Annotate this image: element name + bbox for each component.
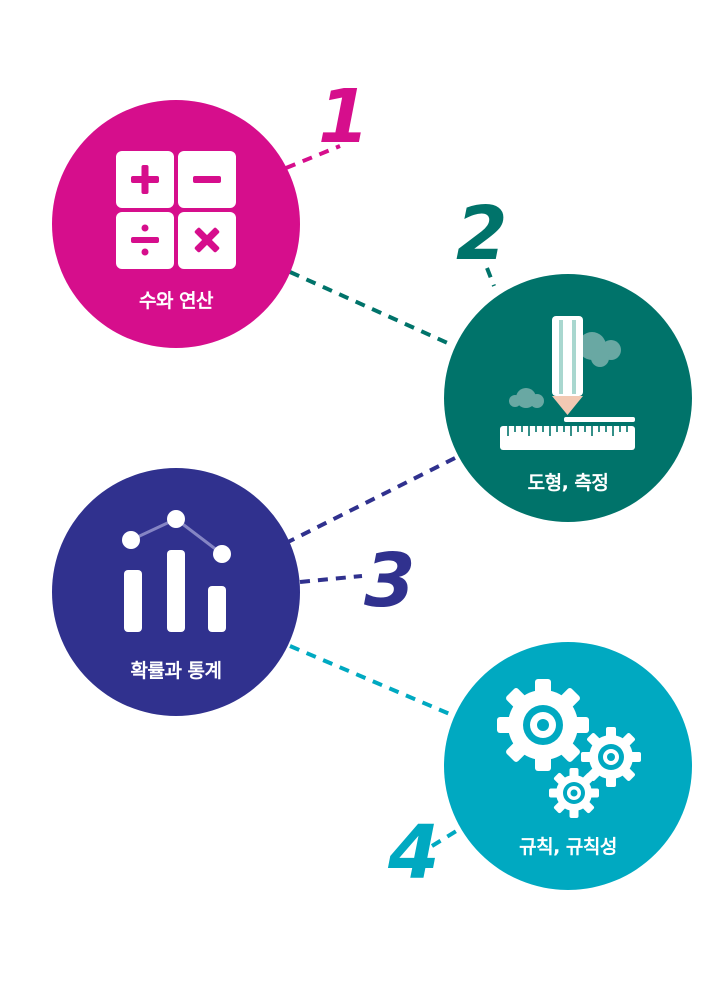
- node-circle-4: [444, 642, 692, 890]
- node-label-1: 수와 연산: [138, 290, 214, 312]
- node-circle-1: [52, 100, 300, 348]
- connector-3-4: [289, 644, 453, 717]
- connectors: [285, 144, 496, 848]
- connector-2-number: [485, 267, 496, 287]
- node-number-2: 2: [456, 191, 508, 277]
- node-number-3: 3: [364, 538, 416, 624]
- connector-4-number: [430, 828, 460, 848]
- node-number-1: 1: [318, 74, 370, 160]
- connector-1-2: [289, 270, 453, 347]
- connector-1-number: [285, 144, 341, 170]
- bar-chart-icon: [122, 510, 231, 632]
- node-label-3: 확률과 통계: [130, 660, 222, 682]
- node-label-4: 규칙, 규칙성: [519, 836, 617, 858]
- node-label-2: 도형, 측정: [527, 472, 609, 494]
- calculator-icon: [116, 151, 236, 269]
- connector-2-3: [287, 456, 456, 544]
- gears-icon: [497, 679, 641, 818]
- pencil-ruler-icon: [500, 316, 635, 450]
- connector-3-number: [299, 574, 363, 584]
- node-number-4: 4: [388, 810, 440, 896]
